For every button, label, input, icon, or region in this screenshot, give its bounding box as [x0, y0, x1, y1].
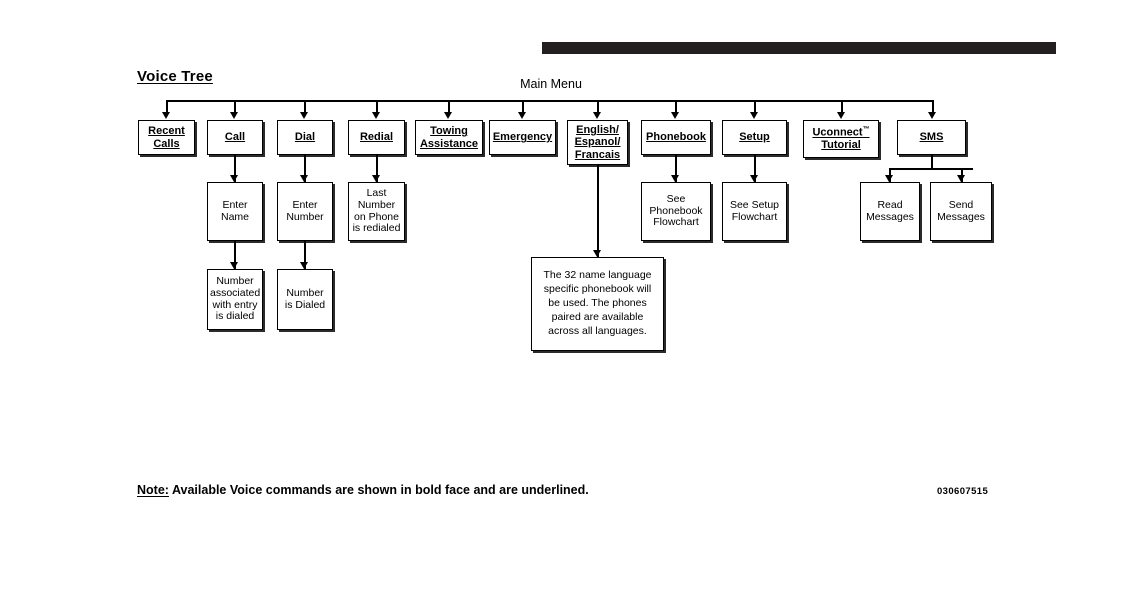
- arrow-dial: [300, 112, 308, 119]
- drop-setup: [754, 100, 756, 113]
- arrow-call-to-enter-name: [230, 175, 238, 182]
- connector-enter-number-to-number-dialed: [304, 241, 306, 269]
- drop-phonebook: [675, 100, 677, 113]
- connector-dial-to-enter-number: [304, 155, 306, 182]
- arrow-phonebook-to-flowchart: [671, 175, 679, 182]
- node-redial-label: Redial: [359, 131, 393, 144]
- header-rule: [542, 42, 1056, 54]
- drop-language: [597, 100, 599, 113]
- drop-redial: [376, 100, 378, 113]
- connector-phonebook-to-flowchart: [675, 155, 677, 182]
- drop-dial: [304, 100, 306, 113]
- drop-uconnect-tutorial: [841, 100, 843, 113]
- node-language-note-label: The 32 name language specific phonebook …: [543, 269, 652, 337]
- drop-call: [234, 100, 236, 113]
- connector-enter-name-to-number-dialed: [234, 241, 236, 269]
- arrow-sms-to-send: [957, 175, 965, 182]
- node-sms[interactable]: SMS: [897, 120, 966, 155]
- arrow-redial-to-last-number: [372, 175, 380, 182]
- node-language[interactable]: English/Espanol/Francais: [567, 120, 628, 165]
- node-dial-label: Dial: [294, 131, 316, 144]
- connector-sms-split: [889, 168, 973, 170]
- page-title: Voice Tree: [137, 68, 213, 85]
- figure-code: 030607515: [937, 486, 989, 497]
- arrow-setup-to-flowchart: [750, 175, 758, 182]
- connector-sms-stem: [931, 155, 933, 169]
- node-emergency[interactable]: Emergency: [489, 120, 556, 155]
- node-phonebook[interactable]: Phonebook: [641, 120, 711, 155]
- arrow-language-to-note: [593, 250, 601, 257]
- figure-note: Note: Available Voice commands are shown…: [137, 483, 589, 497]
- arrow-towing-assistance: [444, 112, 452, 119]
- node-phonebook-label: Phonebook: [646, 131, 706, 144]
- arrow-sms: [928, 112, 936, 119]
- arrow-call: [230, 112, 238, 119]
- main-menu-bus: [166, 100, 934, 102]
- connector-redial-to-last-number: [376, 155, 378, 182]
- connector-call-to-enter-name: [234, 155, 236, 182]
- arrow-language: [593, 112, 601, 119]
- arrow-redial: [372, 112, 380, 119]
- figure-note-text: Available Voice commands are shown in bo…: [168, 483, 589, 497]
- drop-emergency: [522, 100, 524, 113]
- arrow-phonebook: [671, 112, 679, 119]
- drop-towing-assistance: [448, 100, 450, 113]
- arrow-enter-number-to-number-dialed: [300, 262, 308, 269]
- arrow-dial-to-enter-number: [300, 175, 308, 182]
- arrow-recent-calls: [162, 112, 170, 119]
- node-sms-label: SMS: [919, 131, 944, 144]
- drop-sms: [932, 100, 934, 113]
- figure-note-prefix: Note:: [137, 483, 169, 497]
- arrow-sms-to-read: [885, 175, 893, 182]
- connector-language-to-note: [597, 165, 599, 257]
- node-setup[interactable]: Setup: [722, 120, 787, 155]
- main-menu-label: Main Menu: [520, 77, 582, 91]
- node-call-label: Call: [224, 131, 246, 144]
- connector-setup-to-flowchart: [754, 155, 756, 182]
- node-language-note: The 32 name language specific phonebook …: [531, 257, 664, 351]
- node-redial[interactable]: Redial: [348, 120, 405, 155]
- node-call[interactable]: Call: [207, 120, 263, 155]
- arrow-uconnect-tutorial: [837, 112, 845, 119]
- arrow-emergency: [518, 112, 526, 119]
- arrow-enter-name-to-number-dialed: [230, 262, 238, 269]
- arrow-setup: [750, 112, 758, 119]
- node-emergency-label: Emergency: [492, 131, 553, 144]
- node-language-label: English/Espanol/Francais: [574, 124, 621, 161]
- drop-recent-calls: [166, 100, 168, 113]
- node-dial[interactable]: Dial: [277, 120, 333, 155]
- node-setup-label: Setup: [739, 131, 770, 144]
